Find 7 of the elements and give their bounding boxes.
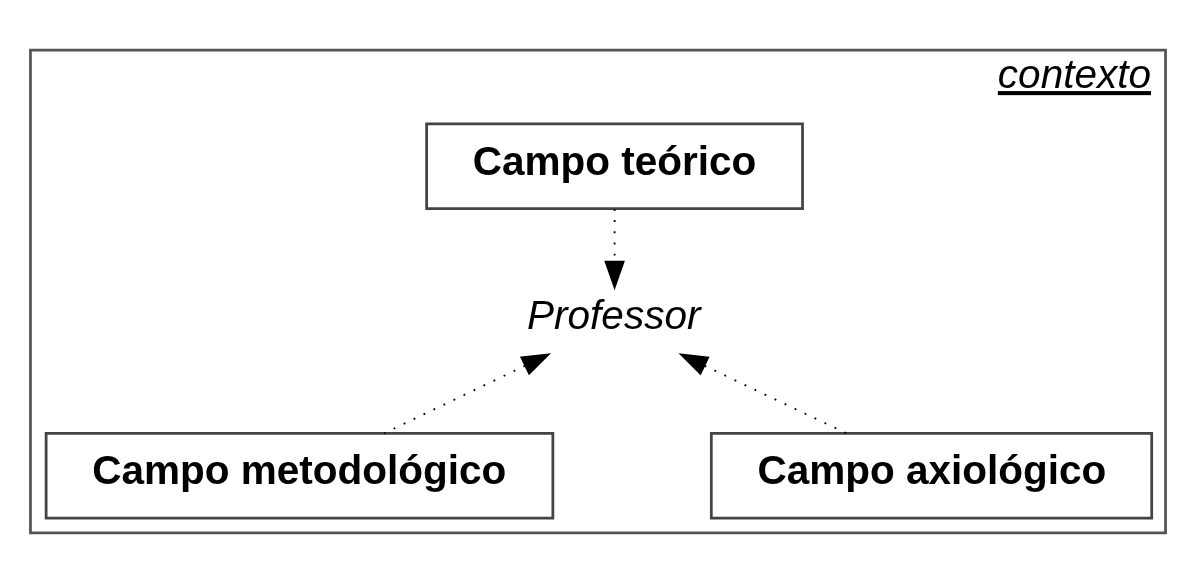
node-box: Campo teórico [425, 122, 804, 210]
arrow [678, 353, 848, 435]
node-box: Campo axiológico [709, 432, 1154, 520]
node-box: Campo metodológico [44, 432, 555, 520]
arrow [604, 208, 625, 291]
arrow [383, 353, 552, 435]
node-text: Professor [527, 292, 701, 339]
